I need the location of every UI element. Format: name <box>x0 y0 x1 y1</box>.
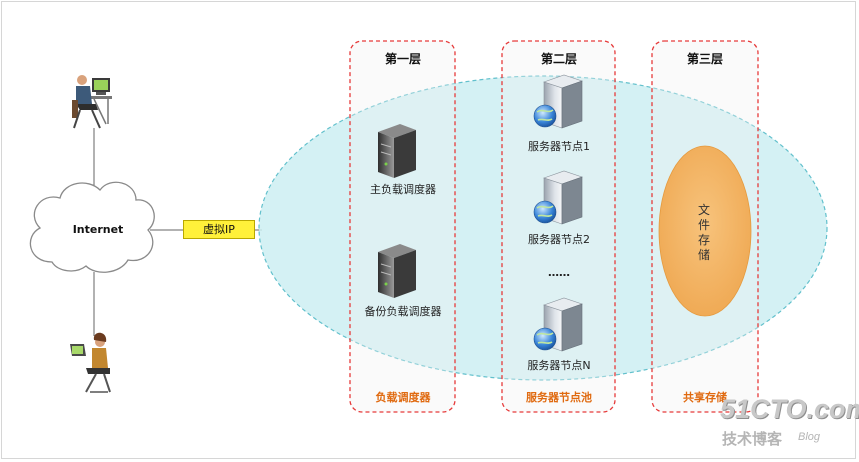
watermark: 51CTO.com 技术博客 Blog <box>720 394 859 452</box>
internet-cloud-icon <box>29 181 155 273</box>
layer-2-footer: 服务器节点池 <box>526 391 592 404</box>
layer-1-title: 第一层 <box>384 52 421 66</box>
server-node-2-label: 服务器节点2 <box>528 233 590 246</box>
backup-scheduler-label: 备份负载调度器 <box>364 305 442 318</box>
main-scheduler-label: 主负载调度器 <box>370 183 436 196</box>
layer-3-title: 第三层 <box>686 52 723 66</box>
file-storage-ellipse <box>658 145 752 317</box>
server-node-2-icon <box>533 170 583 225</box>
main-scheduler-server-icon <box>378 124 416 178</box>
virtual-ip-badge: 虚拟IP <box>183 220 255 239</box>
server-node-1-label: 服务器节点1 <box>528 140 590 153</box>
layer-1-footer: 负载调度器 <box>375 391 431 404</box>
user-laptop-icon <box>70 332 111 393</box>
watermark-sub: 技术博客 <box>722 430 783 448</box>
layer-2-title: 第二层 <box>540 52 577 66</box>
layer-2-column <box>501 40 616 413</box>
user-desktop-icon <box>72 75 112 129</box>
layer-3-footer: 共享存储 <box>683 391 727 404</box>
internet-label: Internet <box>72 223 124 236</box>
backup-scheduler-server-icon <box>378 244 416 298</box>
watermark-main: 51CTO.com <box>720 394 859 424</box>
watermark-blog: Blog <box>798 431 821 443</box>
server-node-ellipsis: …… <box>548 266 570 279</box>
server-node-n-icon <box>533 297 583 352</box>
server-node-n-label: 服务器节点N <box>527 359 591 372</box>
server-node-1-icon <box>533 74 583 129</box>
file-storage-label: 文件存储 <box>697 203 710 262</box>
layer-1-column <box>349 40 456 413</box>
